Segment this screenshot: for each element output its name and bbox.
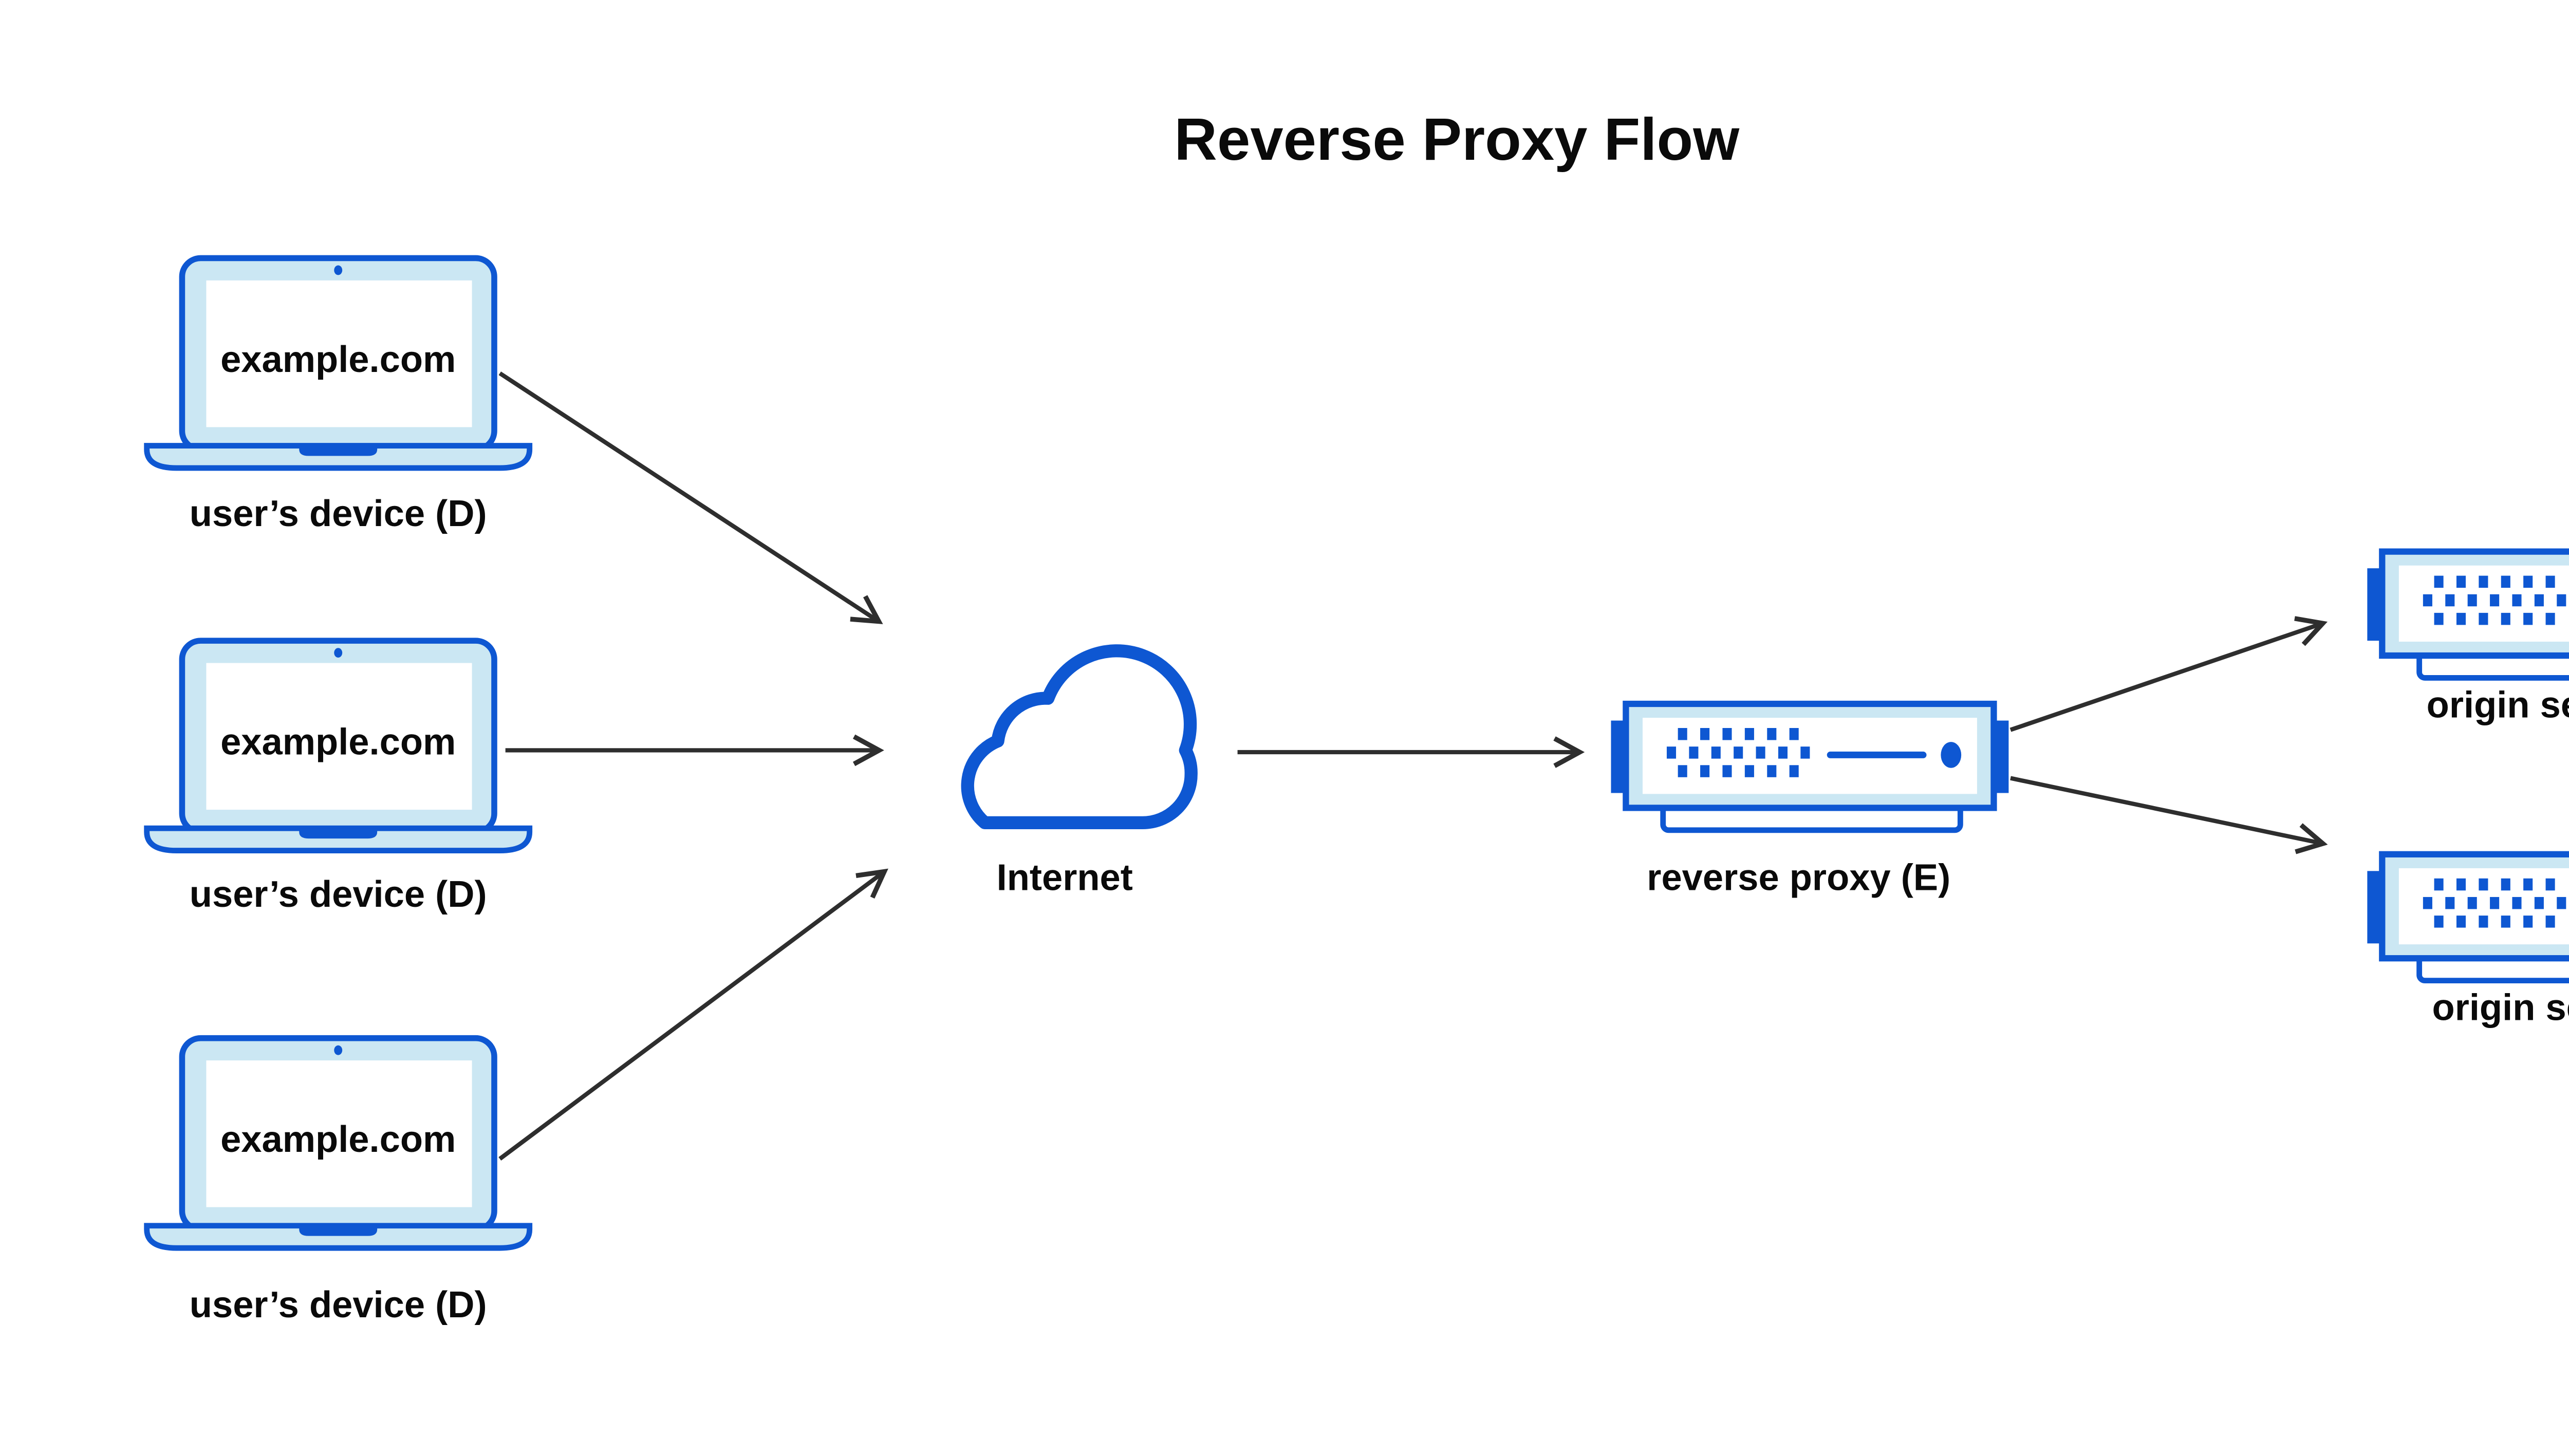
server-icon bbox=[2367, 854, 2569, 981]
user-device-1-label: user’s device (D) bbox=[190, 493, 487, 534]
device-screen-text: example.com bbox=[220, 1119, 456, 1160]
device-screen-text: example.com bbox=[220, 339, 456, 380]
origin-server-1-node bbox=[2367, 552, 2569, 678]
origin-server-1-label: origin server (F) bbox=[2427, 684, 2569, 725]
edge-device1-internet bbox=[498, 371, 883, 624]
internet-node bbox=[961, 644, 1198, 830]
server-icon bbox=[2367, 552, 2569, 678]
reverse-proxy-label: reverse proxy (E) bbox=[1647, 857, 1950, 899]
origin-server-2-label: origin server (F) bbox=[2432, 987, 2569, 1029]
origin-server-2-node bbox=[2367, 854, 2569, 981]
edge-device3-internet bbox=[498, 868, 888, 1161]
reverse-proxy-node bbox=[1611, 704, 2008, 830]
cloud-icon bbox=[961, 644, 1198, 830]
user-device-2: example.com bbox=[147, 641, 530, 850]
edge-proxy-origin2 bbox=[2010, 776, 2328, 854]
internet-label: Internet bbox=[997, 857, 1133, 899]
device-screen-text: example.com bbox=[220, 722, 456, 763]
user-device-2-label: user’s device (D) bbox=[190, 874, 487, 915]
user-device-3-label: user’s device (D) bbox=[190, 1284, 487, 1326]
server-icon bbox=[1611, 704, 2008, 830]
user-device-3: example.com bbox=[147, 1038, 530, 1248]
page-title: Reverse Proxy Flow bbox=[1174, 106, 1740, 173]
user-device-1: example.com bbox=[147, 258, 530, 468]
edge-proxy-origin1 bbox=[2009, 616, 2328, 732]
